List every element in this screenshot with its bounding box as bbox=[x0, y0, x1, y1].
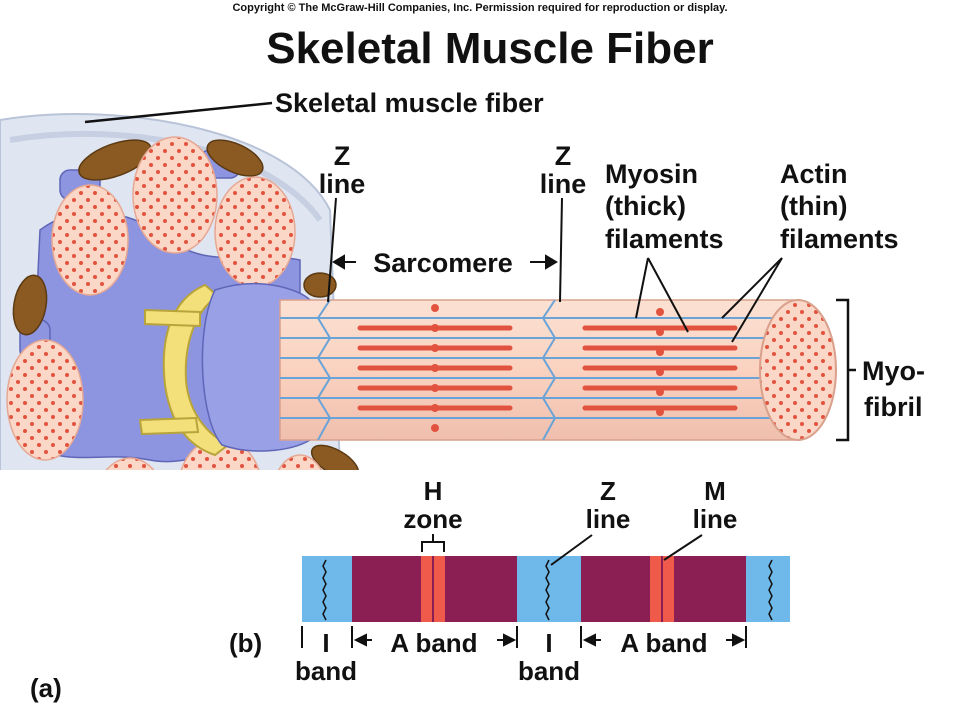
i-band-left bbox=[302, 556, 352, 622]
label-myofibril-2: fibril bbox=[864, 392, 923, 422]
z-lines-band bbox=[322, 559, 773, 621]
labels-panel-a: Skeletal muscle fiber Z line Z line Sarc… bbox=[84, 88, 925, 442]
label-myofibril-1: Myo- bbox=[862, 356, 925, 386]
label-skeletal-muscle-fiber: Skeletal muscle fiber bbox=[275, 88, 544, 118]
label-a-band-2: A band bbox=[620, 628, 707, 658]
diagram-title: Skeletal Muscle Fiber bbox=[266, 24, 714, 73]
label-z-line-2-top: Z bbox=[555, 141, 572, 171]
copyright-notice: Copyright © The McGraw-Hill Companies, I… bbox=[232, 2, 727, 14]
label-z-line-2-bottom: line bbox=[540, 169, 587, 199]
band-ticks bbox=[301, 626, 747, 648]
label-h-zone-2: zone bbox=[403, 504, 462, 534]
label-m-line-2: line bbox=[693, 504, 738, 534]
label-sarcomere: Sarcomere bbox=[373, 248, 513, 278]
label-myosin-2: (thick) bbox=[605, 191, 686, 221]
label-i-band-2-top: I bbox=[545, 628, 552, 658]
label-panel-b: (b) bbox=[229, 628, 262, 658]
label-actin-1: Actin bbox=[780, 159, 848, 189]
labels-panel-b: H zone Z line M line (b) (a) I band A ba… bbox=[30, 476, 747, 703]
label-z-line-1-bottom: line bbox=[319, 169, 366, 199]
label-actin-3: filaments bbox=[780, 224, 899, 254]
band-diagram bbox=[0, 470, 960, 720]
sarcomere-arrow bbox=[332, 254, 558, 270]
label-myosin-1: Myosin bbox=[605, 159, 698, 189]
myofibril-filaments bbox=[280, 300, 800, 440]
h-zone-bracket bbox=[421, 534, 445, 552]
i-band-right bbox=[746, 556, 790, 622]
t-tubule bbox=[138, 283, 230, 457]
label-myosin-3: filaments bbox=[605, 224, 724, 254]
myofibril-bracket bbox=[836, 298, 850, 442]
label-z-line-b-1: Z bbox=[600, 476, 616, 506]
label-h-zone-1: H bbox=[424, 476, 443, 506]
label-a-band-1: A band bbox=[390, 628, 477, 658]
label-panel-a: (a) bbox=[30, 673, 62, 703]
label-z-line-1-top: Z bbox=[334, 141, 351, 171]
myofibril-cross-section bbox=[759, 299, 837, 441]
label-m-line-1: M bbox=[704, 476, 726, 506]
i-band-middle bbox=[517, 556, 581, 622]
myofibril bbox=[279, 299, 837, 441]
label-z-line-b-2: line bbox=[586, 504, 631, 534]
label-i-band-1-top: I bbox=[322, 628, 329, 658]
label-actin-2: (thin) bbox=[780, 191, 847, 221]
label-i-band-2-bottom: band bbox=[518, 656, 580, 686]
label-i-band-1-bottom: band bbox=[295, 656, 357, 686]
